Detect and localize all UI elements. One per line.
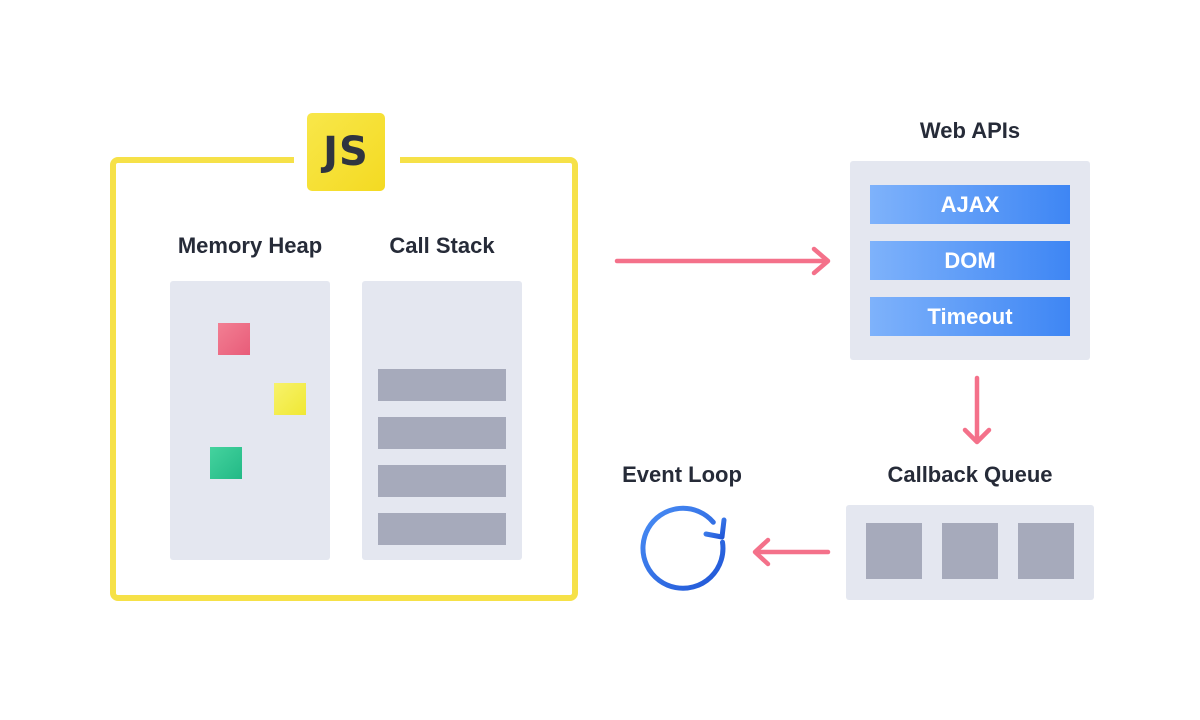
call-stack-label: Call Stack <box>389 233 495 258</box>
callback-queue-label: Callback Queue <box>887 462 1053 487</box>
web-api-timeout: Timeout <box>870 297 1070 336</box>
js-logo: JS <box>307 113 385 191</box>
queue-item <box>866 523 922 579</box>
memory-heap-label: Memory Heap <box>177 233 323 258</box>
callback-queue-panel <box>846 505 1094 600</box>
stack-frame <box>378 465 506 497</box>
stack-frame <box>378 417 506 449</box>
call-stack-panel <box>362 281 522 560</box>
heap-object <box>210 447 242 479</box>
heap-object <box>218 323 250 355</box>
arrow-to-event-loop <box>752 537 831 567</box>
memory-heap-panel <box>170 281 330 560</box>
web-api-ajax: AJAX <box>870 185 1070 224</box>
web-apis-panel: AJAX DOM Timeout <box>850 161 1090 360</box>
arrow-to-callback-queue <box>962 375 992 445</box>
stack-frame <box>378 513 506 545</box>
heap-object <box>274 383 306 415</box>
queue-item <box>1018 523 1074 579</box>
web-apis-label: Web APIs <box>919 118 1021 143</box>
queue-item <box>942 523 998 579</box>
event-loop-label: Event Loop <box>622 462 742 487</box>
web-api-dom: DOM <box>870 241 1070 280</box>
refresh-icon <box>640 505 727 591</box>
arrow-to-web-apis <box>614 246 831 276</box>
stack-frame <box>378 369 506 401</box>
